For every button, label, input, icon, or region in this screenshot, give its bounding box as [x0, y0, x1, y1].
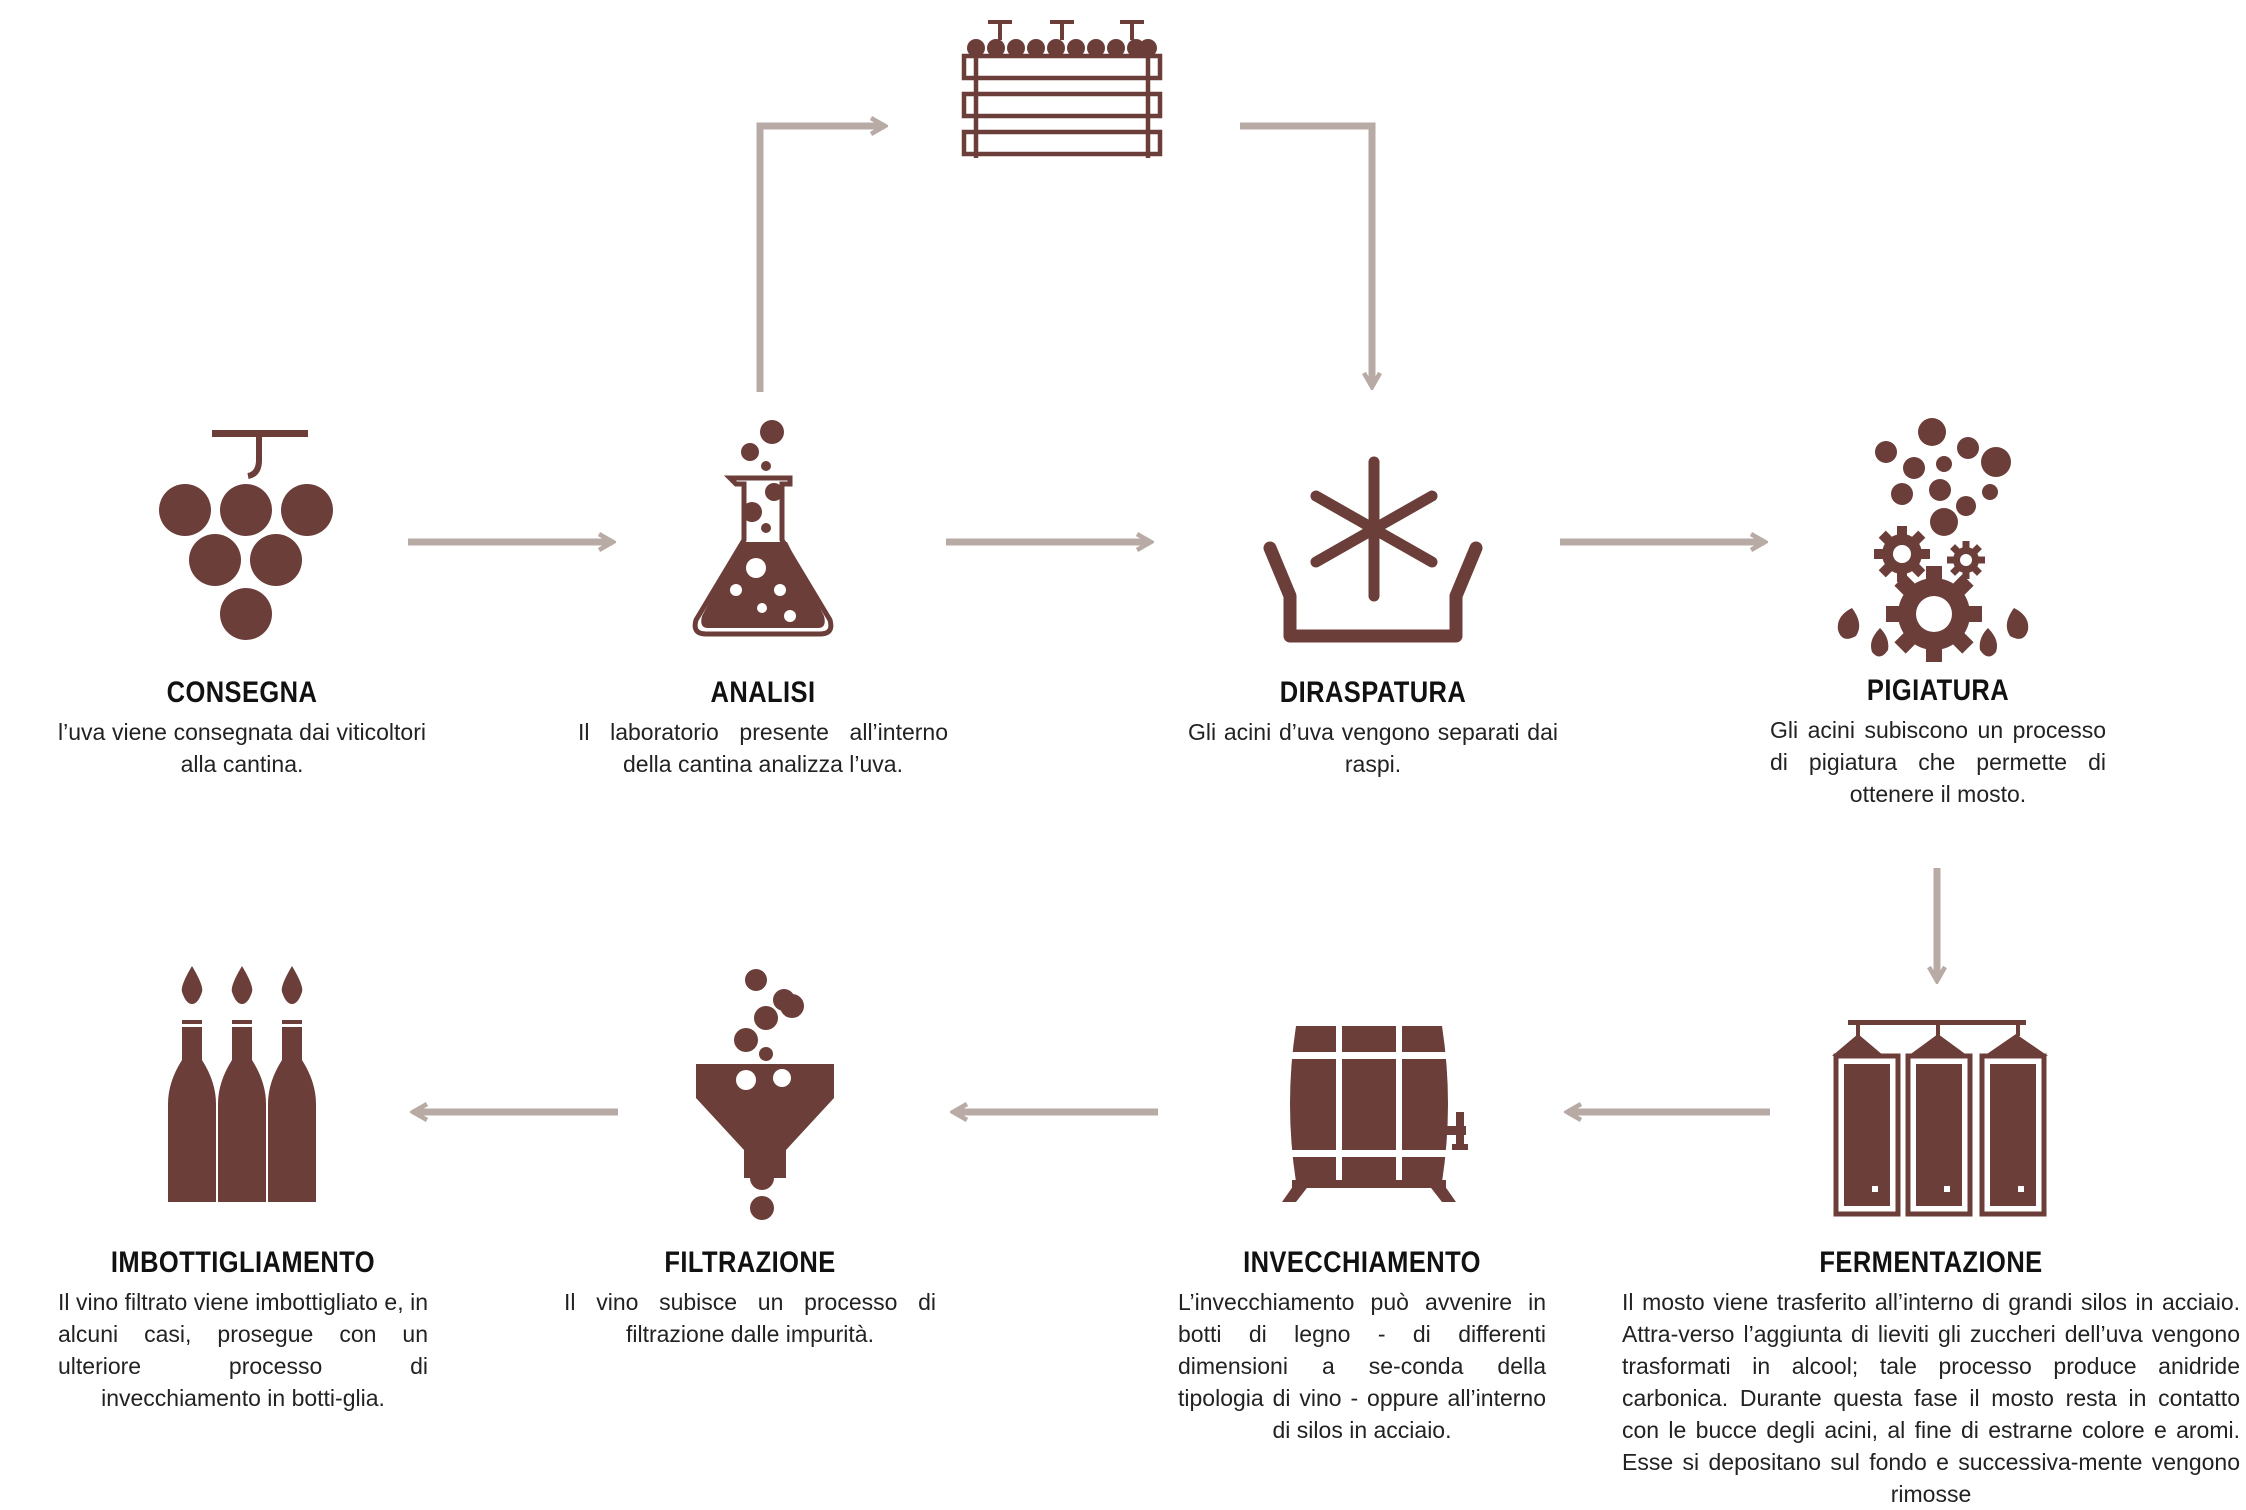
- wine-barrel-icon: [1282, 1026, 1468, 1202]
- grape-crate-icon: [961, 20, 1163, 158]
- step-description: Il laboratorio presente all’interno dell…: [578, 719, 948, 777]
- step-fermentazione: FERMENTAZIONE Il mosto viene trasferito …: [1622, 1246, 2240, 1510]
- crusher-gears-icon: [1837, 418, 2029, 662]
- step-title: INVECCHIAMENTO: [1243, 1246, 1481, 1279]
- filter-funnel-icon: [696, 969, 834, 1220]
- step-description: Il vino subisce un processo di filtrazio…: [564, 1289, 936, 1347]
- step-description: Gli acini d’uva vengono separati dai ras…: [1188, 719, 1558, 777]
- lab-flask-icon: [692, 420, 834, 637]
- step-description: Il mosto viene trasferito all’interno di…: [1622, 1289, 2240, 1507]
- diagram-graphics: [159, 20, 2048, 1220]
- step-description: Gli acini subiscono un processo di pigia…: [1770, 717, 2106, 807]
- step-filtrazione: FILTRAZIONE Il vino subisce un processo …: [564, 1246, 936, 1350]
- winemaking-process-diagram: CONSEGNA l’uva viene consegnata dai viti…: [58, 20, 2240, 1507]
- step-description: Il vino filtrato viene imbottigliato e, …: [58, 1289, 428, 1411]
- step-diraspatura: DIRASPATURA Gli acini d’uva vengono sepa…: [1188, 676, 1558, 780]
- step-description: l’uva viene consegnata dai viticoltori a…: [58, 719, 426, 777]
- step-title: ANALISI: [710, 676, 816, 709]
- step-title: FERMENTAZIONE: [1819, 1246, 2043, 1279]
- step-analisi: ANALISI Il laboratorio presente all’inte…: [578, 676, 948, 780]
- grape-bunch-icon: [159, 430, 333, 640]
- destemmer-icon: [1263, 456, 1483, 643]
- arrow-analisi-crate: [756, 126, 884, 392]
- step-title: DIRASPATURA: [1279, 676, 1467, 709]
- step-pigiatura: PIGIATURA Gli acini subiscono un process…: [1770, 674, 2106, 810]
- step-imbottigliamento: IMBOTTIGLIAMENTO Il vino filtrato viene …: [58, 1246, 428, 1414]
- step-title: IMBOTTIGLIAMENTO: [110, 1246, 376, 1279]
- step-consegna: CONSEGNA l’uva viene consegnata dai viti…: [58, 676, 426, 780]
- step-title: FILTRAZIONE: [664, 1246, 836, 1279]
- arrow-crate-diraspatura: [1240, 122, 1372, 386]
- step-title: CONSEGNA: [166, 676, 318, 709]
- wine-bottles-icon: [168, 966, 316, 1202]
- step-description: L’invecchiamento può avvenire in botti d…: [1178, 1289, 1546, 1443]
- step-title: PIGIATURA: [1866, 674, 2010, 707]
- step-invecchiamento: INVECCHIAMENTO L’invecchiamento può avve…: [1178, 1246, 1546, 1446]
- steel-silos-icon: [1832, 1020, 2048, 1217]
